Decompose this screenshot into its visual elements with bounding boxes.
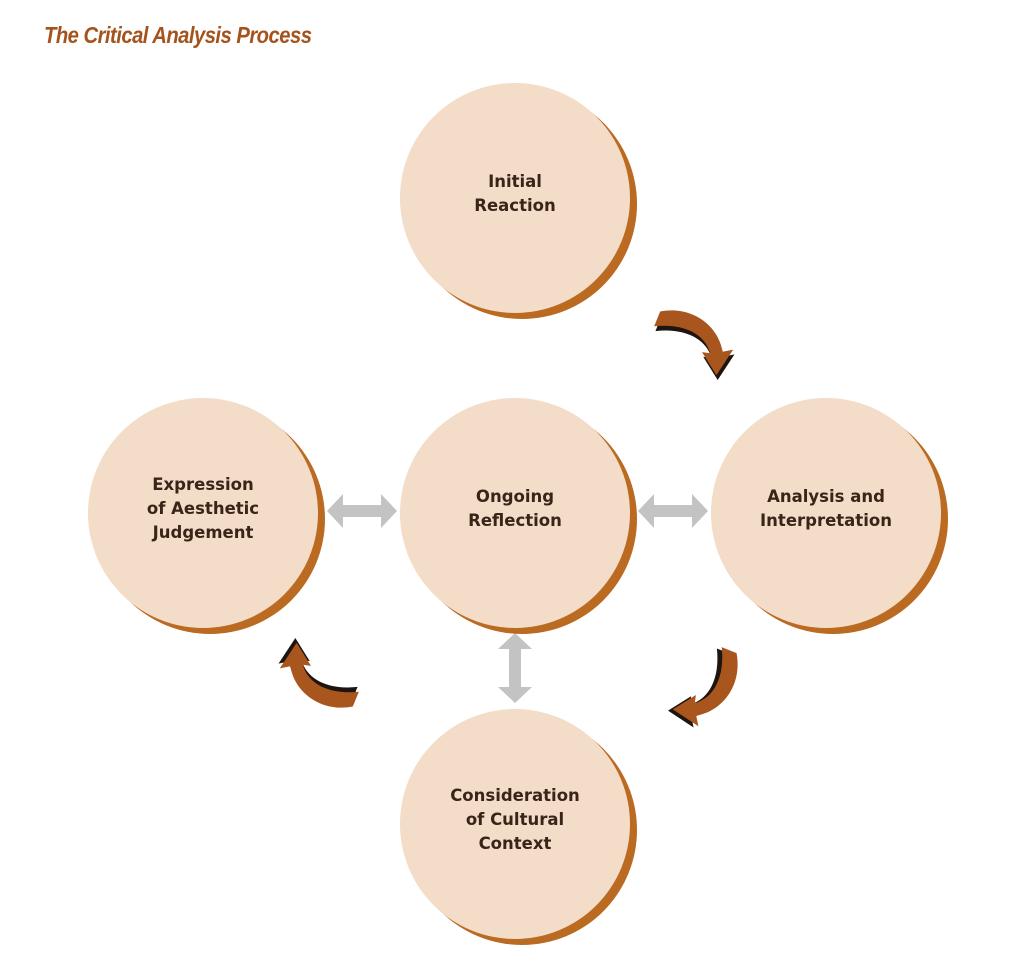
node-label-analysis-interpretation: Analysis and Interpretation (760, 487, 892, 530)
node-cultural-context: Consideration of Cultural Context (400, 709, 637, 945)
node-label-initial-reaction: Initial Reaction (474, 172, 556, 215)
diagram-title: The Critical Analysis Process (44, 22, 312, 48)
cycle-arrow-initial-to-analysis (645, 302, 741, 383)
cycle-arrow-analysis-to-cultural (665, 638, 746, 734)
node-expression-aesthetic-judgement: Expression of Aesthetic Judgement (88, 398, 325, 634)
node-circle: Analysis and Interpretation (711, 398, 941, 628)
double-arrow-ongoing-cultural (498, 633, 532, 703)
node-initial-reaction: Initial Reaction (400, 83, 637, 319)
node-circle: Ongoing Reflection (400, 398, 630, 628)
node-label-ongoing-reflection: Ongoing Reflection (468, 487, 562, 530)
node-circle: Consideration of Cultural Context (400, 709, 630, 939)
node-analysis-interpretation: Analysis and Interpretation (711, 398, 948, 634)
double-arrow-ongoing-analysis (638, 494, 708, 528)
node-circle: Expression of Aesthetic Judgement (88, 398, 318, 628)
node-circle: Initial Reaction (400, 83, 630, 313)
cycle-arrow-cultural-to-expression (272, 635, 368, 716)
node-ongoing-reflection: Ongoing Reflection (400, 398, 637, 634)
double-arrow-expression-ongoing (327, 494, 397, 528)
node-label-cultural-context: Consideration of Cultural Context (450, 786, 580, 853)
node-label-expression-aesthetic-judgement: Expression of Aesthetic Judgement (146, 475, 260, 542)
